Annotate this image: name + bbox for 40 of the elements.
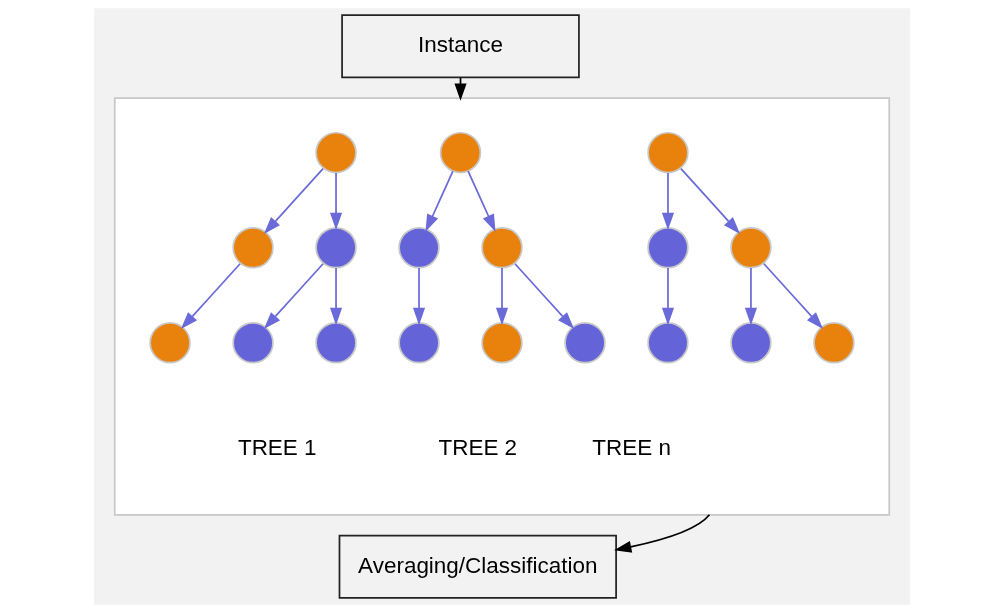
node-circle: [729, 322, 772, 364]
arrow: [679, 167, 740, 234]
node-circle: [148, 322, 191, 364]
node-circle: [397, 322, 440, 364]
arrow: [263, 167, 324, 234]
label: TREE n: [591, 435, 671, 461]
node-box: Averaging/Classification: [338, 534, 617, 599]
node-circle: [314, 226, 357, 269]
arrow: [661, 267, 674, 326]
arrow: [329, 267, 342, 326]
arrow: [263, 262, 324, 330]
node-circle: [646, 131, 689, 174]
node-circle: [231, 322, 274, 364]
node-circle: [480, 322, 523, 364]
node-circle: [439, 131, 481, 174]
arrow: [329, 172, 342, 231]
node-circle: [480, 226, 523, 269]
arrow: [495, 267, 508, 326]
arrow: [466, 170, 496, 232]
arrow: [762, 262, 823, 330]
node-circle: [646, 226, 689, 269]
arrow: [412, 267, 425, 326]
arrow: [180, 262, 241, 330]
node-circle: [231, 226, 274, 269]
arrow: [744, 267, 757, 326]
node-circle: [729, 226, 772, 269]
node-circle: [314, 322, 357, 364]
arrow: [613, 513, 710, 553]
node-circle: [812, 322, 855, 364]
node-circle: [563, 322, 606, 364]
arrow: [661, 172, 674, 231]
arrow: [513, 262, 574, 330]
node-circle: [397, 226, 440, 269]
label: TREE 1: [237, 435, 317, 461]
node-circle: [646, 322, 689, 364]
arrow: [425, 170, 454, 232]
cluster: [113, 97, 890, 516]
label: TREE 2: [437, 435, 517, 461]
node-circle: [314, 131, 357, 174]
node-box: Instance: [340, 14, 580, 79]
